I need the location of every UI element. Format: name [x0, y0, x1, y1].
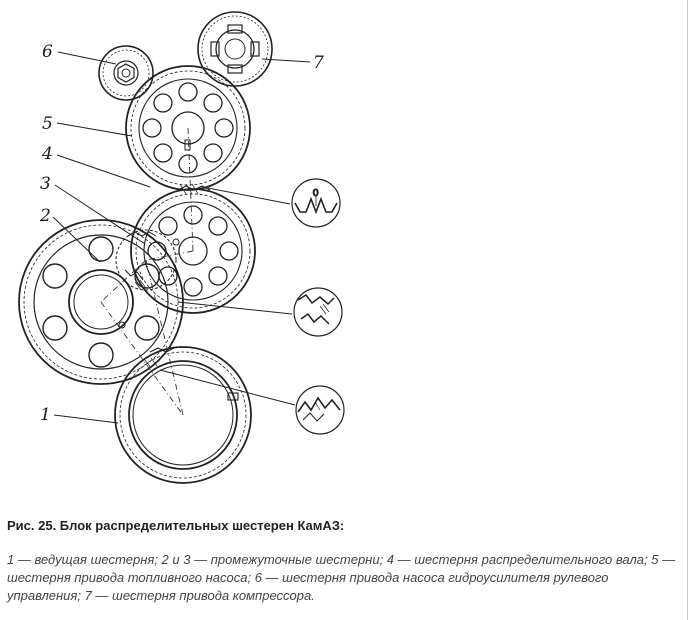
- inset-mesh-camshaft: 0: [207, 178, 341, 228]
- caption-legend: 1 — ведущая шестерня; 2 и 3 — промежуточ…: [7, 552, 676, 603]
- figure-caption: Рис. 25. Блок распределительных шестерен…: [7, 518, 679, 605]
- gear-1-driving: [114, 346, 252, 484]
- label-gear-6: 6: [42, 42, 53, 62]
- label-gear-7: 7: [313, 53, 324, 73]
- label-gear-1: 1: [40, 405, 51, 425]
- label-gear-4: 4: [41, 144, 53, 164]
- label-gear-3: 3: [40, 174, 51, 194]
- label-gear-2: 2: [39, 206, 51, 226]
- callout-leaders: [52, 51, 311, 424]
- gear-7-compressor-drive: [197, 11, 273, 87]
- caption-title: Рис. 25. Блок распределительных шестерен…: [7, 518, 345, 533]
- center-lines: [100, 127, 194, 416]
- gear-3-intermediate: [115, 229, 177, 291]
- inset-mesh-mark-0: 0: [313, 188, 319, 199]
- gear-2-intermediate: [18, 219, 184, 385]
- gear-block-diagram: 6 7 5 4 3 2 1 0: [18, 11, 345, 484]
- gear-4-camshaft: [130, 185, 256, 314]
- gear-6-pump-drive: [98, 45, 154, 101]
- label-gear-5: 5: [42, 114, 53, 134]
- mesh-marks: [134, 183, 199, 369]
- inset-mesh-intermediate: [177, 287, 343, 337]
- inset-mesh-driving: [159, 369, 345, 435]
- gear-5-fuel-pump-drive: [125, 65, 251, 191]
